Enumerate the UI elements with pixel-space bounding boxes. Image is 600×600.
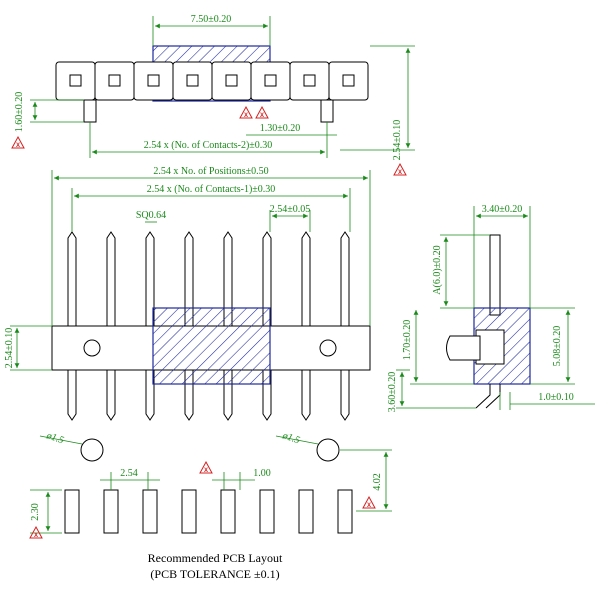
warning-icon: X — [239, 105, 253, 119]
pcb-dia-left: ø1.5 — [44, 430, 65, 446]
pcb-pads — [64, 489, 353, 534]
dim-side-height: 5.08±0.20 — [552, 326, 563, 367]
front-pin-lower — [106, 369, 116, 421]
warning-icon: X — [11, 135, 25, 149]
pcb-layout — [64, 438, 353, 534]
pcb-pad — [64, 489, 80, 534]
front-dimensions: 2.54 x No. of Positions±0.50 2.54 x (No.… — [4, 166, 371, 371]
front-pin-lower — [67, 369, 77, 421]
top-pin-square — [69, 74, 82, 87]
warning-mark: X — [244, 113, 248, 119]
top-pin-square — [342, 74, 355, 87]
dim-pcb-pitch: 2.54 — [120, 468, 138, 479]
pcb-pad — [181, 489, 197, 534]
front-housing-hatch — [152, 307, 271, 385]
top-pin-cell — [328, 61, 369, 101]
warning-mark: X — [398, 170, 402, 176]
warning-icon: X — [199, 460, 213, 474]
front-right-peg — [319, 339, 337, 357]
dim-front-c: 3.60±0.20 — [387, 372, 398, 413]
top-pin-cell — [94, 61, 135, 101]
front-left-peg — [83, 339, 101, 357]
front-pin-upper — [340, 231, 350, 327]
front-pin-lower — [301, 369, 311, 421]
pcb-left-hole — [80, 438, 104, 462]
front-pin-upper — [145, 231, 155, 327]
dim-front-height: 2.54±0.10 — [4, 328, 15, 369]
dim-top-offset: 1.30±0.20 — [260, 123, 301, 134]
warning-mark: X — [16, 143, 20, 149]
dim-contacts-minus1: 2.54 x (No. of Contacts-1)±0.30 — [147, 184, 276, 195]
warning-mark: X — [204, 468, 208, 474]
top-pin-cell — [250, 61, 291, 101]
front-view — [51, 231, 371, 421]
side-dimensions: 3.40±0.20 A(6.0)±0.20 1.70±0.20 3.60±0.2… — [387, 204, 595, 412]
top-pin-cell — [55, 61, 96, 101]
side-pin-lower-a — [475, 384, 491, 409]
top-dimensions: 7.50±0.20 1.60±0.20 1.30±0.20 2.54 x (No… — [14, 14, 415, 160]
front-pins — [67, 231, 350, 421]
top-view — [55, 45, 369, 123]
top-pin-cell — [211, 61, 252, 101]
pcb-pad — [298, 489, 314, 534]
dim-top-contacts: 2.54 x (No. of Contacts-2)±0.30 — [144, 140, 273, 151]
pcb-right-hole — [316, 438, 340, 462]
side-pin-lower-b — [485, 384, 501, 409]
dim-side-offset: 1.0±0.10 — [538, 392, 574, 403]
warning-icon: X — [29, 525, 43, 539]
warning-icon: X — [393, 162, 407, 176]
side-inner-slot — [475, 329, 505, 365]
pcb-pad — [259, 489, 275, 534]
dim-pcb-vert: 4.02 — [372, 473, 383, 491]
dim-front-b: 1.70±0.20 — [402, 320, 413, 361]
top-pin-square — [108, 74, 121, 87]
dim-side-width: 3.40±0.20 — [482, 204, 523, 215]
top-pin-square — [147, 74, 160, 87]
top-pin-square — [264, 74, 277, 87]
warning-icon: X — [362, 495, 376, 509]
pcb-pad — [337, 489, 353, 534]
dim-sq: SQ0.64 — [136, 210, 166, 221]
top-pin-cells — [55, 61, 369, 101]
warning-mark: X — [367, 503, 371, 509]
top-left-pin — [83, 99, 97, 123]
warning-mark: X — [260, 113, 264, 119]
pcb-dia-right: ø1.5 — [280, 430, 301, 446]
warning-icon: X — [255, 105, 269, 119]
front-pin-upper — [67, 231, 77, 327]
dim-positions: 2.54 x No. of Positions±0.50 — [153, 166, 268, 177]
top-pin-square — [303, 74, 316, 87]
dim-top-width: 7.50±0.20 — [191, 14, 232, 25]
front-pin-upper — [301, 231, 311, 327]
pcb-pad — [220, 489, 236, 534]
pcb-dimensions: ø1.5 ø1.5 2.54 1.00 2.30 4.02 — [30, 430, 392, 534]
pcb-pad — [103, 489, 119, 534]
top-right-pin — [320, 99, 334, 123]
top-pin-square — [225, 74, 238, 87]
top-pin-cell — [172, 61, 213, 101]
dim-pcb-height: 2.30 — [30, 503, 41, 521]
front-pin-lower — [340, 369, 350, 421]
caption-tolerance: (PCB TOLERANCE ±0.1) — [150, 567, 279, 581]
dim-top-pin-height: 1.60±0.20 — [14, 92, 25, 133]
dim-pcb-gap: 1.00 — [253, 468, 271, 479]
side-peg — [446, 335, 481, 361]
warning-symbols: X X X X X X X — [11, 105, 407, 539]
side-view — [446, 234, 531, 409]
top-pin-cell — [289, 61, 330, 101]
dim-top-overall: 2.54±0.10 — [392, 120, 403, 161]
side-pin-upper — [489, 234, 501, 316]
pcb-pad — [142, 489, 158, 534]
front-pin-upper — [106, 231, 116, 327]
dim-front-a: A(6.0)±0.20 — [432, 245, 443, 294]
caption-title: Recommended PCB Layout — [148, 551, 283, 565]
top-pin-square — [186, 74, 199, 87]
dim-pitch: 2.54±0.05 — [270, 204, 311, 215]
warning-mark: X — [34, 533, 38, 539]
top-pin-cell — [133, 61, 174, 101]
